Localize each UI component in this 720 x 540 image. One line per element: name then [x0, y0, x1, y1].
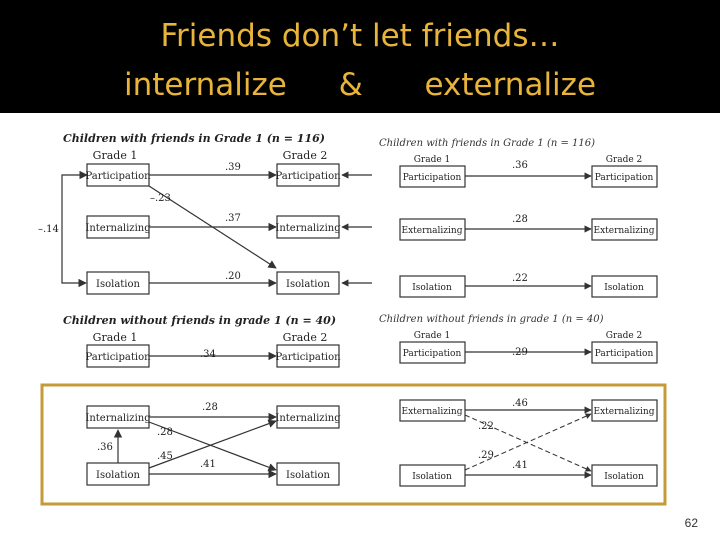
rt-isolation-g1-label: Isolation	[412, 283, 452, 293]
lt-internalizing-g2-label: Internalizing	[275, 223, 341, 234]
lt-participation-g2-box: Participation	[275, 163, 341, 187]
lt-coef-correlation: –.14	[38, 224, 59, 235]
rt-participation-g2-label: Participation	[595, 173, 654, 183]
lb-coef-isolation: .41	[200, 459, 216, 470]
right-top-title: Children with friends in Grade 1 (n = 11…	[379, 138, 595, 149]
left-top-grade1-header: Grade 1	[93, 149, 138, 162]
lb-internalizing-g2-label: Internalizing	[275, 413, 341, 424]
rt-externalizing-g2-label: Externalizing	[594, 226, 655, 236]
lt-isolation-g2-label: Isolation	[286, 279, 331, 290]
lb-internalizing-g1-box: Internalizing	[85, 405, 151, 429]
rt-isolation-g2-label: Isolation	[604, 283, 644, 293]
lt-internalizing-g1-box: Internalizing	[85, 215, 151, 239]
lt-participation-g1-label: Participation	[85, 171, 151, 182]
lt-participation-g2-label: Participation	[275, 171, 341, 182]
lb-coef-isolation-internalizing: .45	[157, 451, 173, 462]
lt-coef-internalizing: .37	[225, 213, 241, 224]
lb-coef-participation: .34	[200, 349, 216, 360]
right-top-grade1-header: Grade 1	[414, 155, 451, 165]
rb-coef-externalizing-isolation: .22	[478, 421, 494, 432]
lb-arrow-isolation-internalizing	[148, 419, 277, 469]
lt-internalizing-g1-label: Internalizing	[85, 223, 151, 234]
lt-coef-participation: .39	[225, 162, 241, 173]
lb-participation-g1-box: Participation	[85, 344, 151, 368]
lt-coef-participation-isolation: –.23	[150, 193, 171, 204]
title-word-externalize: externalize	[424, 67, 597, 103]
rt-coef-isolation: .22	[512, 273, 528, 284]
left-top-diagram: Children with friends in Grade 1 (n = 11…	[38, 132, 372, 295]
rb-externalizing-g2-label: Externalizing	[594, 407, 655, 417]
rb-coef-participation: .29	[512, 347, 528, 358]
rb-arrow-isolation-externalizing	[464, 413, 592, 471]
lb-coef-internalizing-isolation: .28	[157, 427, 173, 438]
lt-coef-isolation: .20	[225, 271, 241, 282]
lt-arrow-participation-isolation	[148, 185, 277, 269]
rb-participation-g2-box: Participation	[591, 341, 658, 364]
lb-coef-correlation: .36	[97, 442, 113, 453]
rt-participation-g1-label: Participation	[403, 173, 462, 183]
rb-isolation-g1-label: Isolation	[412, 472, 452, 482]
title-ampersand: &	[338, 67, 363, 103]
page-number: 62	[684, 516, 698, 530]
rt-isolation-g1-box: Isolation	[399, 275, 466, 298]
left-bottom-title: Children without friends in grade 1 (n =…	[63, 314, 336, 327]
rt-coef-externalizing: .28	[512, 214, 528, 225]
rb-externalizing-g1-label: Externalizing	[402, 407, 463, 417]
left-top-title: Children with friends in Grade 1 (n = 11…	[63, 132, 325, 145]
rt-participation-g1-box: Participation	[399, 165, 466, 188]
lb-arrow-internalizing-isolation	[148, 421, 277, 472]
highlight-frame	[40, 383, 667, 506]
lb-coef-internalizing: .28	[202, 402, 218, 413]
lb-participation-g2-box: Participation	[275, 344, 341, 368]
rb-participation-g2-label: Participation	[595, 349, 654, 359]
rb-coef-isolation: .41	[512, 460, 528, 471]
lb-isolation-g2-box: Isolation	[276, 462, 340, 486]
title-bar: Friends don’t let friends… internalize &…	[0, 0, 720, 113]
right-bottom-grade2-header: Grade 2	[606, 331, 643, 341]
lb-participation-g2-label: Participation	[275, 352, 341, 363]
rb-arrow-externalizing-isolation	[464, 414, 592, 472]
lb-participation-g1-label: Participation	[85, 352, 151, 363]
lt-isolation-g1-box: Isolation	[86, 271, 150, 295]
left-bottom-diagram: Children without friends in grade 1 (n =…	[63, 314, 341, 486]
left-top-grade2-header: Grade 2	[283, 149, 328, 162]
right-bottom-title: Children without friends in grade 1 (n =…	[379, 314, 604, 325]
rt-externalizing-g2-box: Externalizing	[591, 218, 658, 241]
slide-title-line2: internalize & externalize	[0, 67, 720, 103]
rb-participation-g1-box: Participation	[399, 341, 466, 364]
lt-internalizing-g2-box: Internalizing	[275, 215, 341, 239]
lb-internalizing-g1-label: Internalizing	[85, 413, 151, 424]
rb-isolation-g2-label: Isolation	[604, 472, 644, 482]
rt-coef-participation: .36	[512, 160, 528, 171]
rb-externalizing-g2-box: Externalizing	[591, 399, 658, 422]
lb-isolation-g1-box: Isolation	[86, 462, 150, 486]
left-bottom-grade2-header: Grade 2	[283, 331, 328, 344]
rb-participation-g1-label: Participation	[403, 349, 462, 359]
lb-isolation-g2-label: Isolation	[286, 470, 331, 481]
right-bottom-diagram: Children without friends in grade 1 (n =…	[379, 314, 658, 487]
right-top-grade2-header: Grade 2	[606, 155, 643, 165]
left-bottom-grade1-header: Grade 1	[93, 331, 138, 344]
lb-internalizing-g2-box: Internalizing	[275, 405, 341, 429]
rt-externalizing-g1-box: Externalizing	[399, 218, 466, 241]
right-bottom-grade1-header: Grade 1	[414, 331, 451, 341]
rt-isolation-g2-box: Isolation	[591, 275, 658, 298]
rb-coef-externalizing: .46	[512, 398, 528, 409]
lt-participation-g1-box: Participation	[85, 163, 151, 187]
lb-isolation-g1-label: Isolation	[96, 470, 141, 481]
rb-isolation-g2-box: Isolation	[591, 464, 658, 487]
lt-correlation-bracket	[61, 170, 88, 288]
title-word-internalize: internalize	[123, 67, 287, 103]
right-top-diagram: Children with friends in Grade 1 (n = 11…	[379, 138, 658, 298]
slide-title-line1: Friends don’t let friends…	[160, 18, 560, 54]
rb-externalizing-g1-box: Externalizing	[399, 399, 466, 422]
lt-isolation-g1-label: Isolation	[96, 279, 141, 290]
rb-coef-isolation-externalizing: .29	[478, 450, 494, 461]
rt-externalizing-g1-label: Externalizing	[402, 226, 463, 236]
lt-isolation-g2-box: Isolation	[276, 271, 340, 295]
rb-isolation-g1-box: Isolation	[399, 464, 466, 487]
rt-participation-g2-box: Participation	[591, 165, 658, 188]
